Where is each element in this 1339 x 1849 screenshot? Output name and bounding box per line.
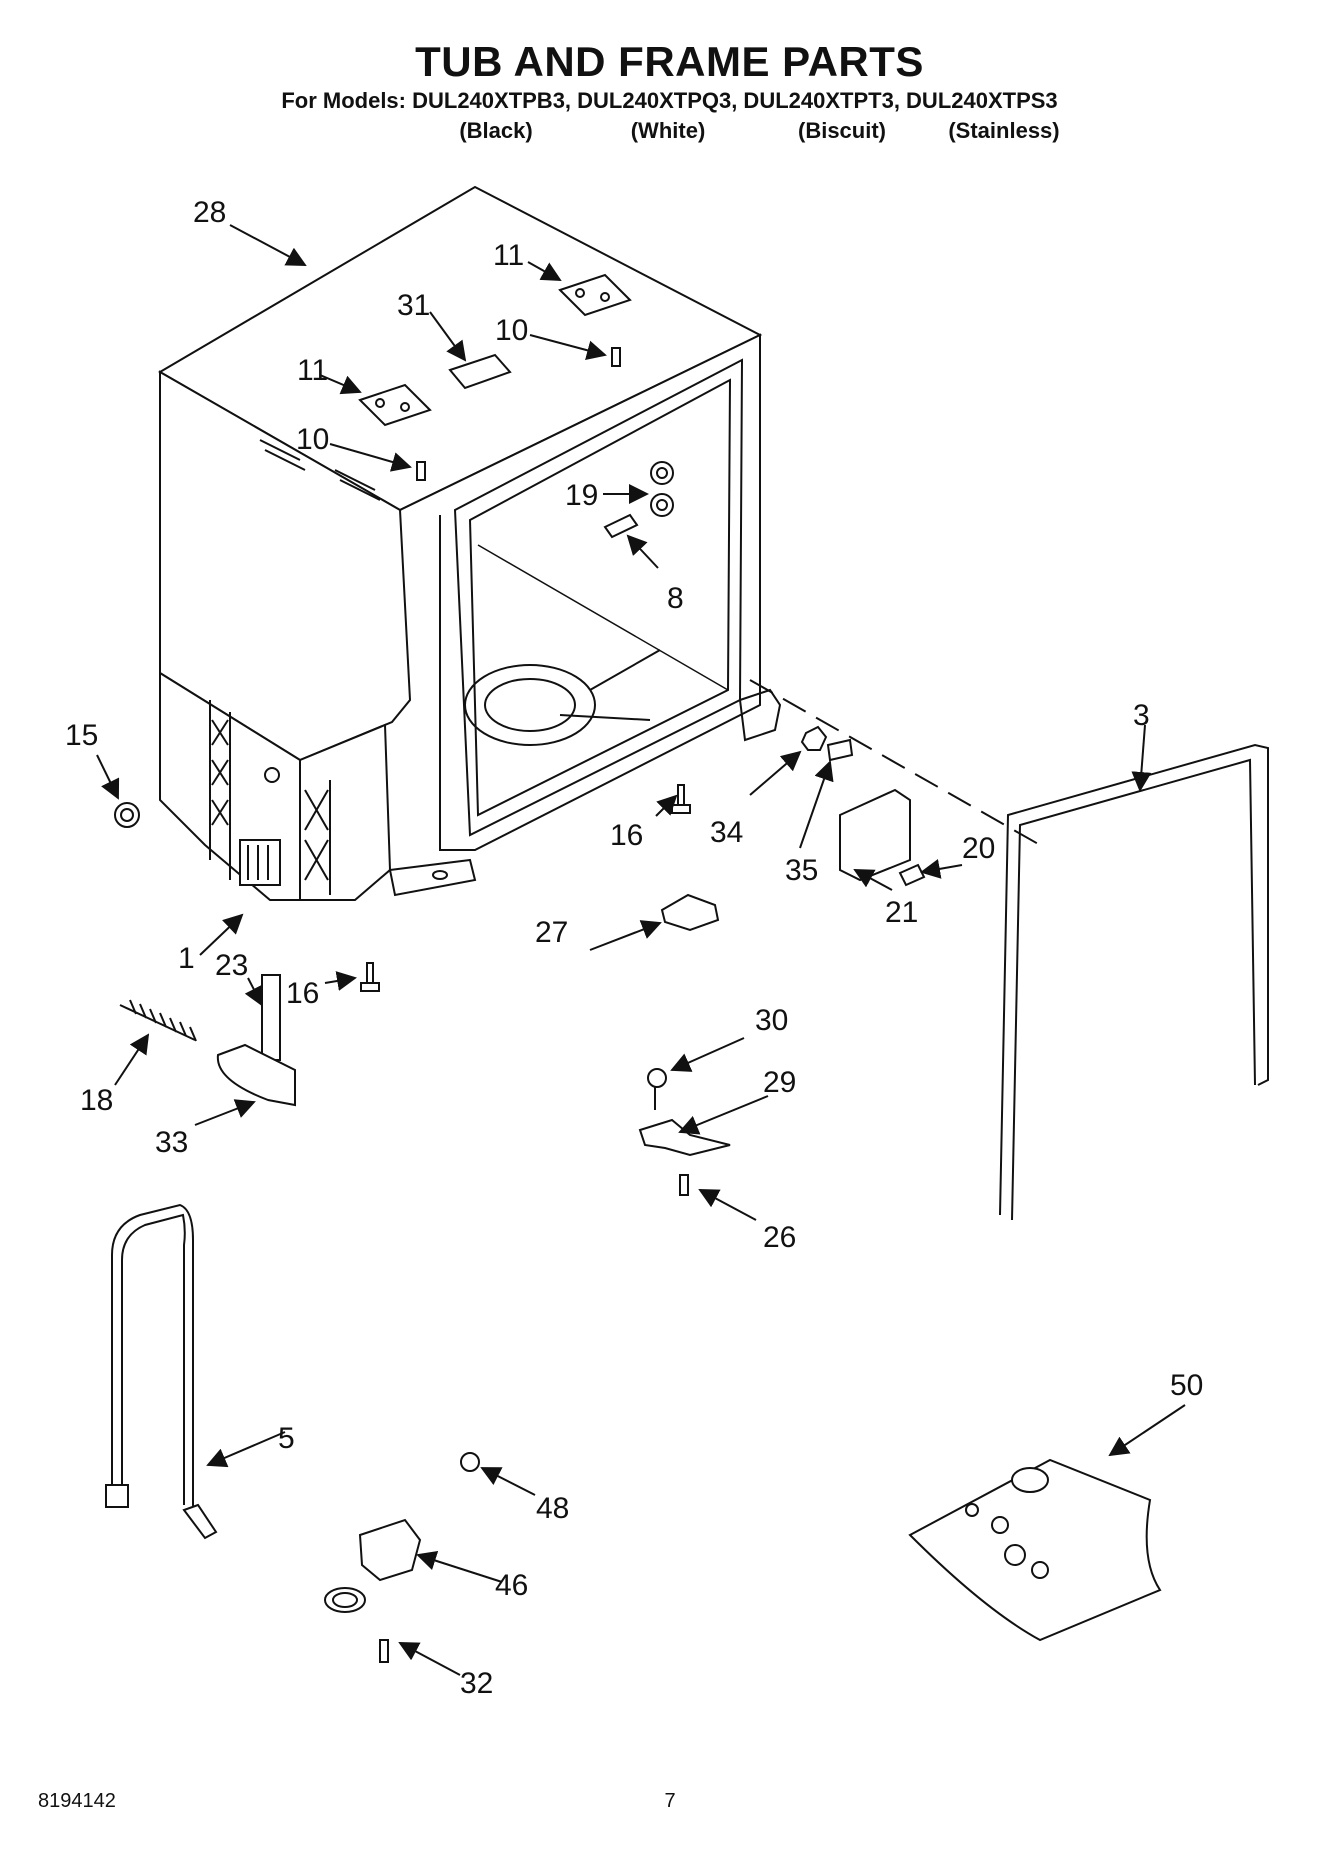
tub-assembly: [158, 185, 782, 901]
spring-18: [119, 999, 197, 1042]
sensor-30: [647, 1068, 667, 1110]
nut-34: [800, 725, 828, 751]
callout-35: 35: [785, 854, 818, 887]
callout-28: 28: [193, 196, 226, 229]
callout-15: 15: [65, 719, 98, 752]
variant-black: (Black): [459, 118, 533, 143]
page-title: TUB AND FRAME PARTS: [415, 38, 924, 85]
callout-16-lower: 16: [286, 977, 319, 1010]
callout-48: 48: [536, 1492, 569, 1525]
clip-27: [660, 893, 720, 932]
callout-10-rear: 10: [495, 314, 528, 347]
bracket-21: [839, 788, 911, 882]
alignment-dash-line: [749, 679, 1041, 846]
screw-26: [679, 1174, 689, 1196]
leader-arrows: [96, 224, 1186, 1676]
callout-1: 1: [178, 942, 195, 975]
callout-30: 30: [755, 1004, 788, 1037]
callout-50: 50: [1170, 1369, 1203, 1402]
leg-16-a: [671, 784, 691, 814]
callout-19: 19: [565, 479, 598, 512]
door-rollers: [650, 461, 674, 517]
callout-11-front: 11: [297, 354, 328, 387]
callout-10-front: 10: [296, 423, 329, 456]
callout-31: 31: [397, 289, 430, 322]
models-line: For Models: DUL240XTPB3, DUL240XTPQ3, DU…: [281, 88, 1058, 113]
hinge-bracket-front: [358, 383, 432, 427]
variant-white: (White): [630, 118, 706, 143]
door-gasket: [999, 743, 1269, 1221]
callout-8: 8: [667, 582, 684, 615]
callout-5: 5: [278, 1422, 295, 1455]
screw-32: [379, 1639, 389, 1663]
clip-48: [460, 1452, 480, 1472]
callout-16-upper: 16: [610, 819, 643, 852]
callout-46: 46: [495, 1569, 528, 1602]
callout-labels: 28 11 31 10 11 10 19 8 15 3 16 34 35 20 …: [65, 196, 1203, 1700]
variant-stainless: (Stainless): [948, 118, 1060, 143]
parts-bag-50: [908, 1458, 1162, 1642]
screw-35: [826, 738, 854, 762]
document-number: 8194142: [38, 1790, 116, 1812]
strip-23: [261, 974, 281, 1061]
top-clip: [448, 353, 512, 390]
callout-33: 33: [155, 1126, 188, 1159]
screw-10-b: [416, 461, 426, 481]
hinge-bracket-rear: [558, 273, 632, 317]
screw-20: [898, 863, 926, 887]
callout-34: 34: [710, 816, 743, 849]
bracket-29: [638, 1118, 731, 1157]
callout-29: 29: [763, 1066, 796, 1099]
callout-21: 21: [885, 896, 918, 929]
callout-3: 3: [1133, 699, 1150, 732]
screw-10-a: [611, 347, 621, 367]
callout-27: 27: [535, 916, 568, 949]
callout-26: 26: [763, 1221, 796, 1254]
callout-11-rear: 11: [493, 239, 524, 272]
screw-8: [603, 513, 639, 539]
variant-biscuit: (Biscuit): [798, 118, 886, 143]
callout-20: 20: [962, 832, 995, 865]
valve-46: [324, 1518, 422, 1613]
grommet-15: [114, 802, 140, 828]
leg-16-b: [360, 962, 380, 992]
callout-18: 18: [80, 1084, 113, 1117]
page-number: 7: [664, 1790, 676, 1812]
callout-32: 32: [460, 1667, 493, 1700]
callout-23: 23: [215, 949, 248, 982]
cover-33: [216, 1043, 296, 1107]
wire-harness-5: [105, 1203, 218, 1540]
